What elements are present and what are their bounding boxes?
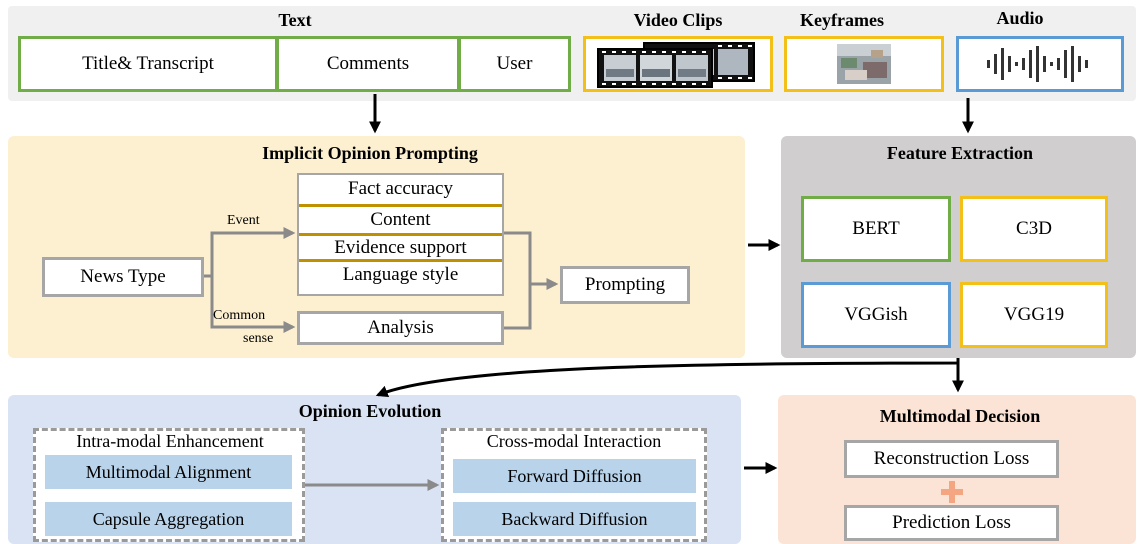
aspect-divider [299, 233, 502, 236]
aspect-language-style-text: Language style [342, 264, 459, 285]
plus-icon [941, 481, 963, 503]
c3d-box: C3D [960, 196, 1108, 262]
arrow-news-to-common [210, 276, 296, 333]
sense-label: sense [243, 331, 274, 346]
aspect-evidence-support: Evidence support [299, 236, 502, 259]
aspect-language-style: Language style [299, 262, 502, 288]
capsule-aggregation-box: Capsule Aggregation [45, 502, 292, 536]
bert-box: BERT [801, 196, 951, 262]
decision-title: Multimodal Decision [879, 406, 1041, 426]
evolution-title: Opinion Evolution [298, 401, 442, 421]
arrow-news-to-event [204, 227, 296, 278]
aspect-fact-accuracy-text: Fact accuracy [348, 178, 453, 199]
film-strip-icon [597, 42, 755, 88]
user-text: User [496, 53, 533, 74]
vgg19-box: VGG19 [960, 282, 1108, 348]
text-modality-label: Text [278, 10, 312, 30]
prompting-text: Prompting [584, 274, 666, 295]
multimodal-alignment-text: Multimodal Alignment [85, 461, 252, 482]
prediction-loss-text: Prediction Loss [892, 512, 1011, 533]
reconstruction-loss-box: Reconstruction Loss [844, 440, 1059, 478]
intra-modal-title: Intra-modal Enhancement [76, 431, 264, 451]
prompting-title: Implicit Opinion Prompting [262, 143, 478, 163]
aspect-content: Content [299, 207, 502, 233]
audio-waveform-icon [987, 46, 1088, 82]
aspect-divider [299, 204, 502, 207]
analysis-box: Analysis [297, 311, 504, 345]
prediction-loss-box: Prediction Loss [844, 505, 1059, 541]
prompting-box: Prompting [560, 266, 690, 304]
reconstruction-loss-text: Reconstruction Loss [873, 448, 1030, 469]
arrow-aspects-to-prompting [504, 231, 559, 290]
aspect-fact-accuracy: Fact accuracy [299, 175, 502, 203]
event-label: Event [227, 213, 260, 228]
feature-title: Feature Extraction [886, 143, 1034, 163]
audio-box [956, 36, 1124, 92]
news-type-box: News Type [42, 257, 204, 297]
video-clips-label: Video Clips [633, 10, 723, 30]
forward-diffusion-text: Forward Diffusion [507, 465, 642, 486]
keyframes-box [784, 36, 944, 92]
news-type-text: News Type [80, 266, 166, 287]
forward-diffusion-box: Forward Diffusion [453, 459, 696, 493]
vggish-text: VGGish [844, 304, 908, 325]
audio-label: Audio [996, 8, 1044, 28]
aspect-content-text: Content [370, 209, 431, 230]
user-box: User [458, 36, 571, 92]
title-transcript-box: Title& Transcript [18, 36, 278, 92]
vggish-box: VGGish [801, 282, 951, 348]
keyframes-label: Keyframes [800, 10, 884, 30]
vgg19-text: VGG19 [1003, 304, 1065, 325]
comments-text: Comments [326, 53, 410, 74]
arrow-analysis-to-prompting [504, 284, 532, 330]
keyframe-image [837, 44, 891, 84]
video-clips-box [583, 36, 773, 92]
c3d-text: C3D [1016, 218, 1052, 239]
backward-diffusion-text: Backward Diffusion [501, 508, 648, 529]
analysis-text: Analysis [367, 317, 434, 338]
bert-text: BERT [852, 218, 900, 239]
capsule-aggregation-text: Capsule Aggregation [92, 508, 245, 529]
backward-diffusion-box: Backward Diffusion [453, 502, 696, 536]
cross-modal-title: Cross-modal Interaction [486, 431, 662, 451]
aspect-divider [299, 259, 502, 262]
arrow-features-to-evolution [375, 358, 960, 397]
multimodal-alignment-box: Multimodal Alignment [45, 455, 292, 489]
title-transcript-text: Title& Transcript [82, 53, 214, 74]
aspect-evidence-support-text: Evidence support [334, 236, 467, 258]
common-label: Common [213, 308, 266, 323]
comments-box: Comments [276, 36, 460, 92]
